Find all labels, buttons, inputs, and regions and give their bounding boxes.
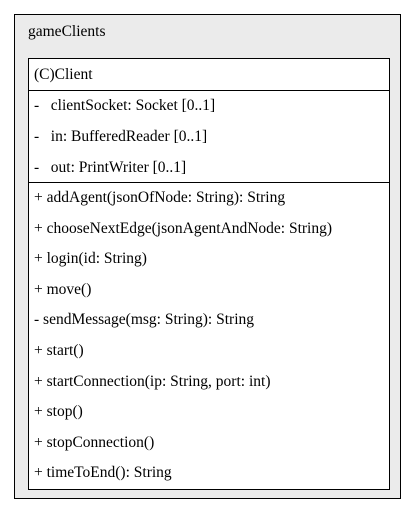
package-name: gameClients xyxy=(28,23,106,40)
attribute-clientSocket: - clientSocket: Socket [0..1] xyxy=(34,97,216,114)
operation-start: + start() xyxy=(34,342,84,359)
class-name: (C)Client xyxy=(34,66,93,83)
package-gameClients: gameClients (C)Client - clientSocket: So… xyxy=(14,14,401,499)
operation-stop: + stop() xyxy=(34,403,83,420)
attribute-out: - out: PrintWriter [0..1] xyxy=(34,159,187,176)
attribute-in: - in: BufferedReader [0..1] xyxy=(34,128,208,145)
operation-move: + move() xyxy=(34,281,92,298)
class-client: (C)Client - clientSocket: Socket [0..1] … xyxy=(28,58,390,490)
operation-login: + login(id: String) xyxy=(34,250,147,267)
operation-sendMessage: - sendMessage(msg: String): String xyxy=(34,311,254,328)
operation-addAgent: + addAgent(jsonOfNode: String): String xyxy=(34,189,286,206)
attributes-divider xyxy=(29,182,389,183)
name-divider xyxy=(29,90,389,91)
operation-timeToEnd: + timeToEnd(): String xyxy=(34,464,172,481)
operation-startConnection: + startConnection(ip: String, port: int) xyxy=(34,373,271,390)
operation-stopConnection: + stopConnection() xyxy=(34,434,155,451)
operation-chooseNextEdge: + chooseNextEdge(jsonAgentAndNode: Strin… xyxy=(34,220,333,237)
